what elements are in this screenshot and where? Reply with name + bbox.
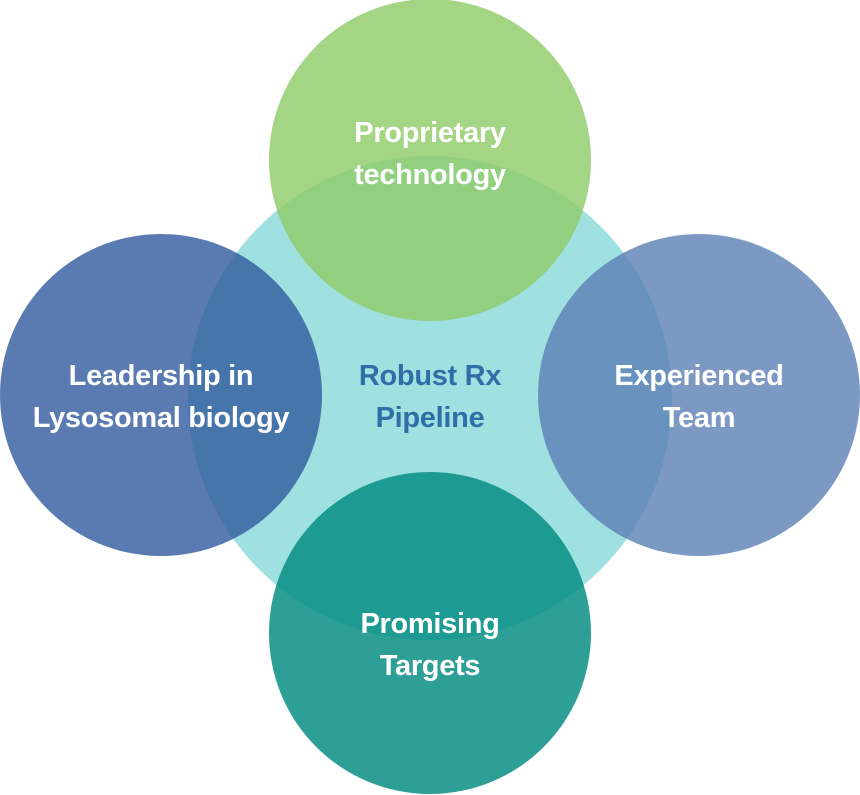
bottom-label-line1: Promising [360,608,499,640]
center-label-line2: Pipeline [376,402,485,434]
top-circle [269,0,591,321]
right-circle [538,234,860,556]
bottom-circle [269,472,591,794]
top-label-line1: Proprietary [354,117,506,149]
left-circle [0,234,322,556]
left-label-line1: Leadership in [69,360,254,392]
right-label-line2: Team [663,402,735,434]
top-label-line2: technology [354,159,506,191]
center-label-line1: Robust Rx [359,360,501,392]
center-circle [188,156,672,640]
right-label-line1: Experienced [614,360,783,392]
bottom-label-line2: Targets [380,650,481,682]
left-label-line2: Lysosomal biology [33,402,290,434]
